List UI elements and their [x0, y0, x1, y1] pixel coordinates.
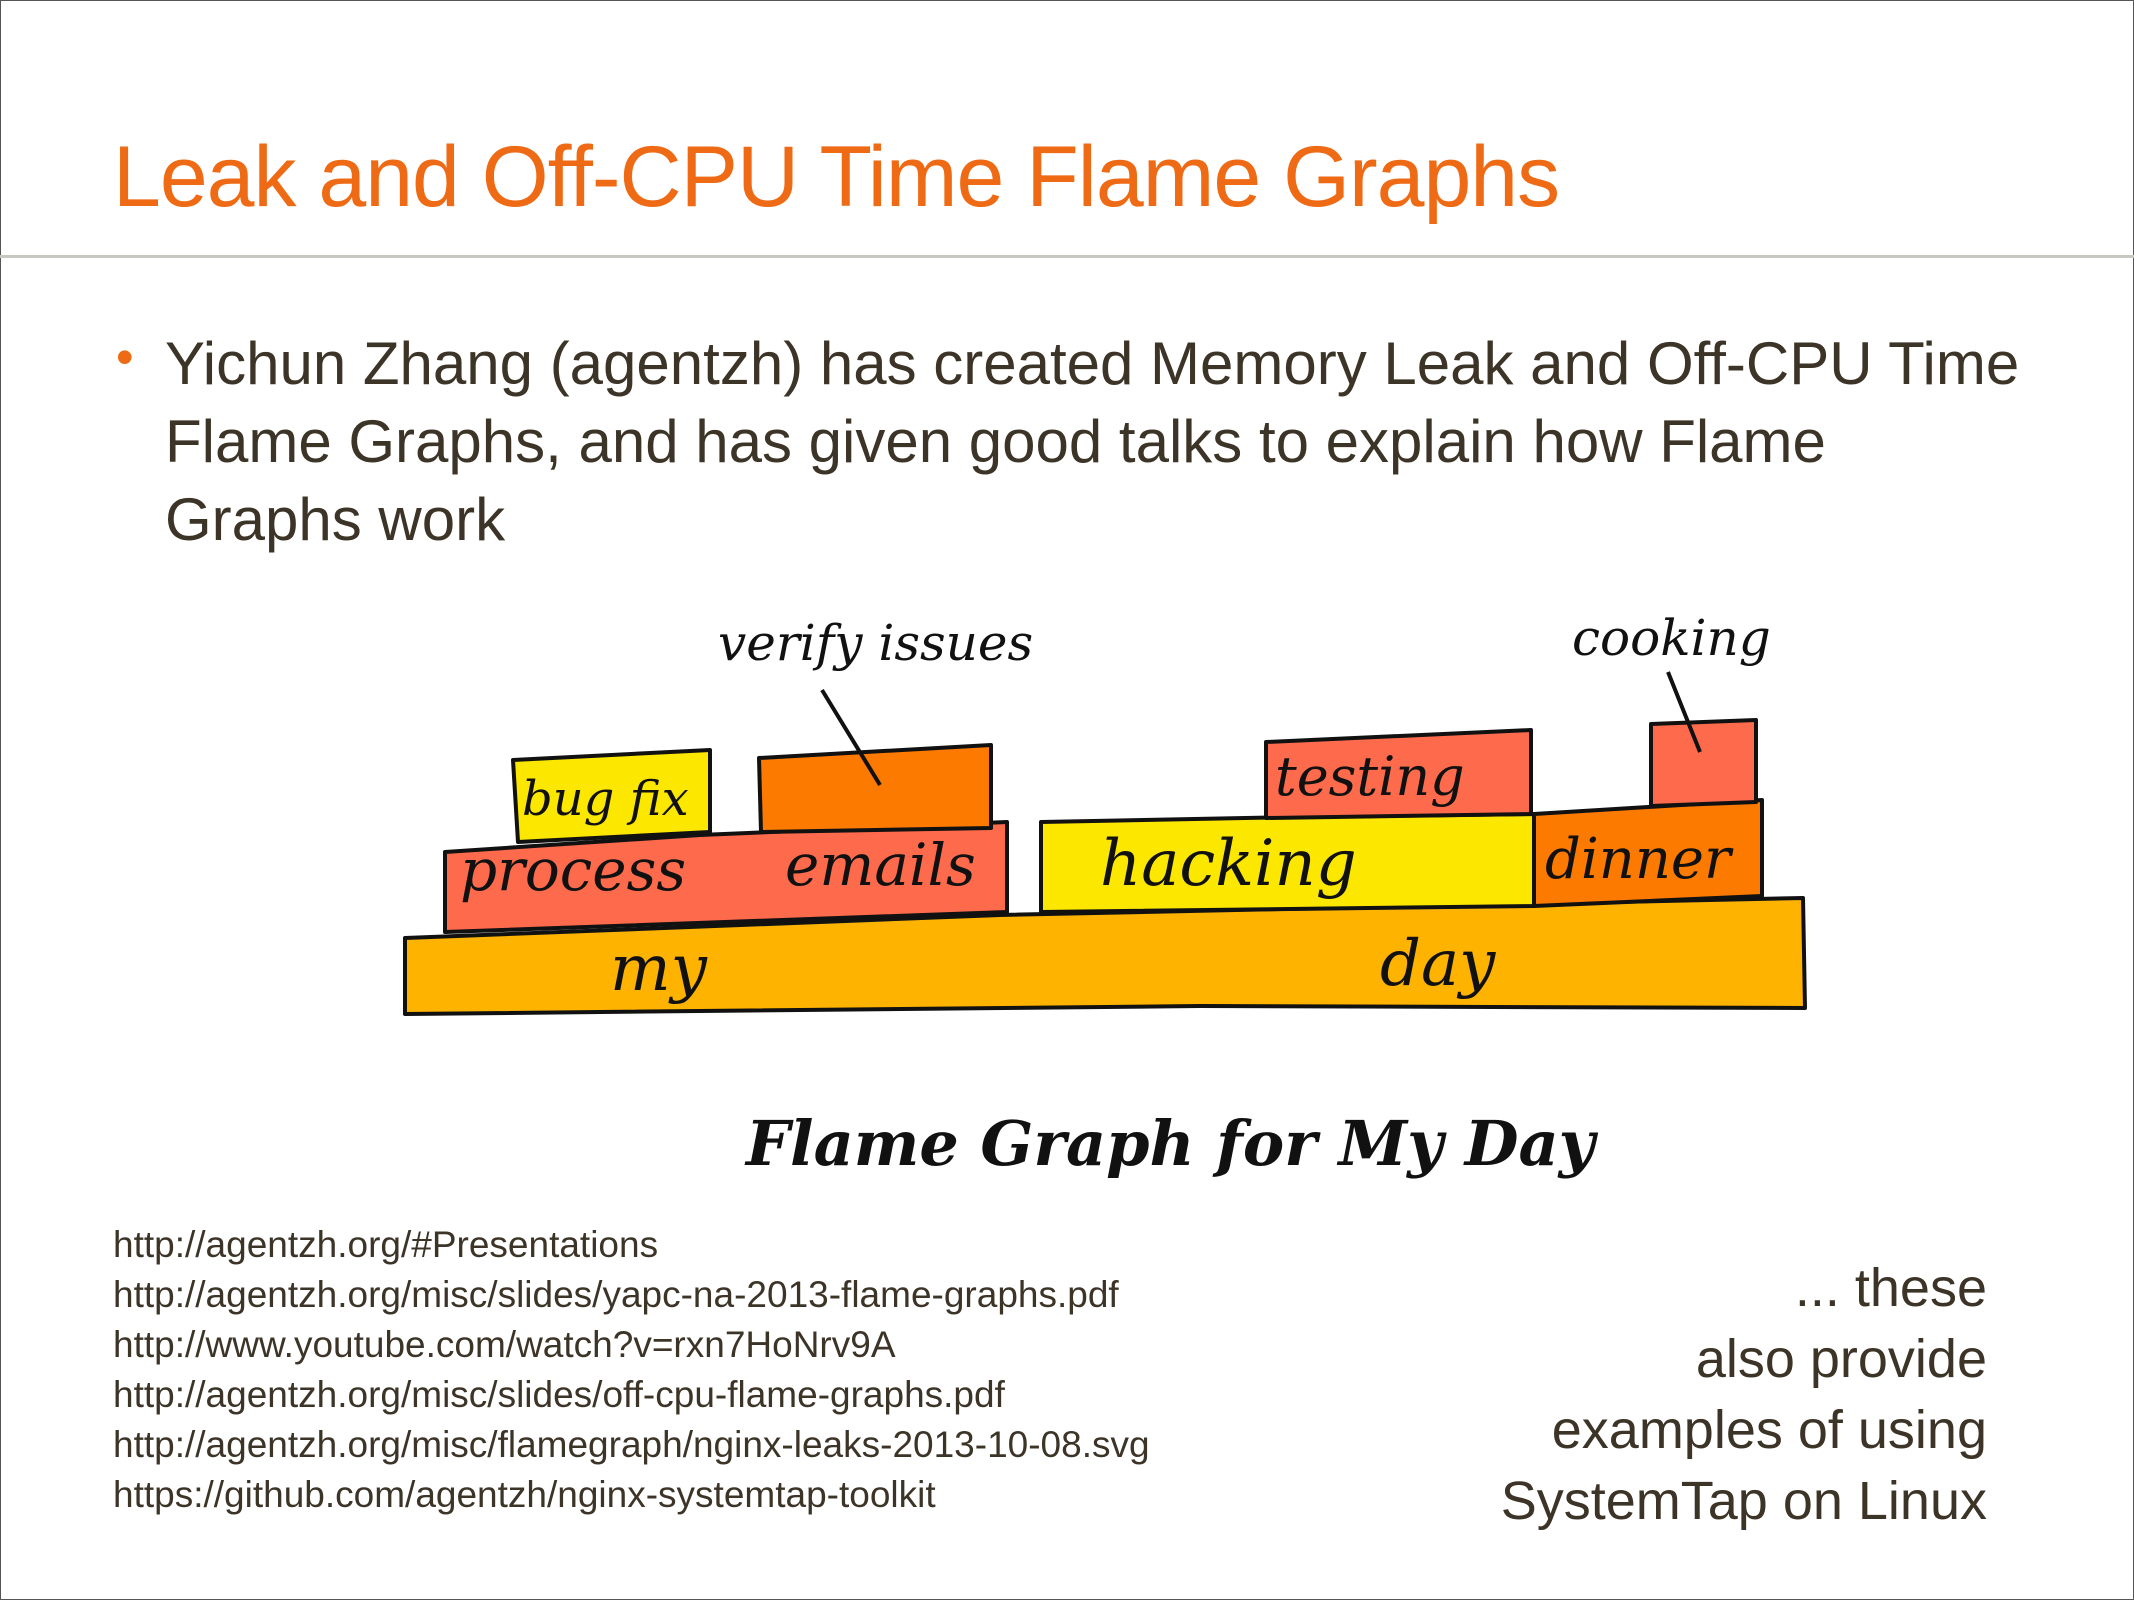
link[interactable]: http://agentzh.org/misc/slides/off-cpu-f… [113, 1374, 1005, 1415]
link[interactable]: http://www.youtube.com/watch?v=rxn7HoNrv… [113, 1324, 896, 1365]
title-divider [0, 255, 2134, 258]
note-line: examples of using [1551, 1400, 1987, 1460]
label-testing: testing [1275, 745, 1465, 808]
frame-testing [1264, 728, 1533, 820]
reference-links: http://agentzh.org/#Presentations http:/… [113, 1220, 1150, 1520]
label-my: my [610, 932, 708, 1006]
bullet-text: Yichun Zhang (agentzh) has created Memor… [165, 330, 2020, 553]
frame-cooking [1649, 718, 1758, 808]
label-cooking: cooking [1572, 609, 1771, 667]
note-line: also provide [1695, 1329, 1987, 1389]
cooking-pointer [1666, 671, 1702, 753]
frame-bugfix [511, 748, 712, 844]
link[interactable]: http://agentzh.org/#Presentations [113, 1224, 659, 1265]
label-emails: emails [785, 831, 976, 899]
slide-title: Leak and Off-CPU Time Flame Graphs [113, 129, 1560, 225]
figure-caption: Flame Graph for My Day [744, 1107, 1599, 1180]
label-process: process [460, 836, 686, 904]
label-dinner: dinner [1545, 827, 1734, 892]
frame-process-emails [443, 820, 1009, 934]
label-hacking: hacking [1100, 827, 1357, 901]
link[interactable]: http://agentzh.org/misc/slides/yapc-na-2… [113, 1274, 1119, 1315]
label-day: day [1380, 927, 1496, 1001]
frame-verify-issues [757, 743, 993, 834]
side-note: ... these also provide examples of using… [1501, 1253, 1987, 1537]
note-line: ... these [1794, 1258, 1987, 1318]
frame-my-day [403, 896, 1807, 1016]
bullet-icon: • [116, 329, 134, 385]
link[interactable]: https://github.com/agentzh/nginx-systemt… [113, 1474, 936, 1515]
note-line: SystemTap on Linux [1500, 1471, 1987, 1531]
verify-pointer [820, 688, 882, 787]
link[interactable]: http://agentzh.org/misc/flamegraph/nginx… [113, 1424, 1150, 1465]
label-bugfix: bug fix [522, 771, 689, 827]
label-verify-issues: verify issues [718, 614, 1033, 672]
